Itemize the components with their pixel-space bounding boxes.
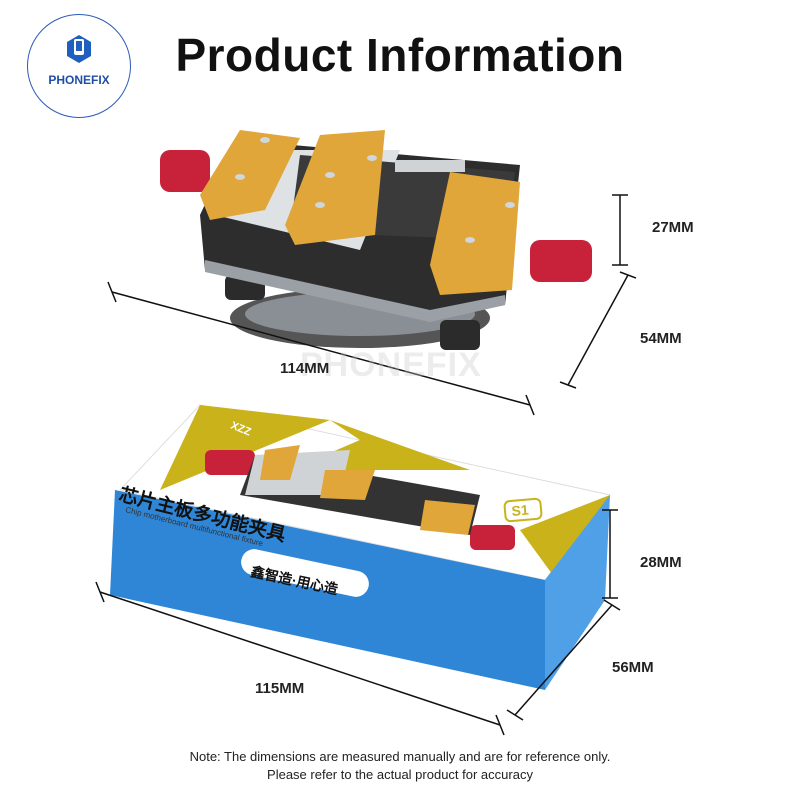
box-width-label: 56MM <box>612 659 654 676</box>
fixture-length-label: 114MM <box>280 360 330 377</box>
wrench-phone-icon <box>67 35 91 63</box>
fixture-image <box>160 130 592 350</box>
phonefix-logo: PHONEFIX <box>27 14 131 118</box>
box-dimension-lines <box>95 509 621 736</box>
disclaimer-note: Note: The dimensions are measured manual… <box>0 748 800 784</box>
page-title: Product Information <box>175 29 625 81</box>
watermark: PHONEFIX <box>300 346 482 384</box>
fixture-width-label: 54MM <box>640 330 682 347</box>
fixture-height-label: 27MM <box>652 219 694 236</box>
fixture-dimension-lines <box>107 194 637 416</box>
box-length-label: 115MM <box>255 680 305 697</box>
note-line-1: Note: The dimensions are measured manual… <box>189 749 611 764</box>
box-height-label: 28MM <box>640 554 682 571</box>
box-model: S1 <box>511 502 530 519</box>
box-image <box>110 404 611 690</box>
logo-text: PHONEFIX <box>48 73 110 87</box>
note-line-2: Please refer to the actual product for a… <box>267 767 533 782</box>
